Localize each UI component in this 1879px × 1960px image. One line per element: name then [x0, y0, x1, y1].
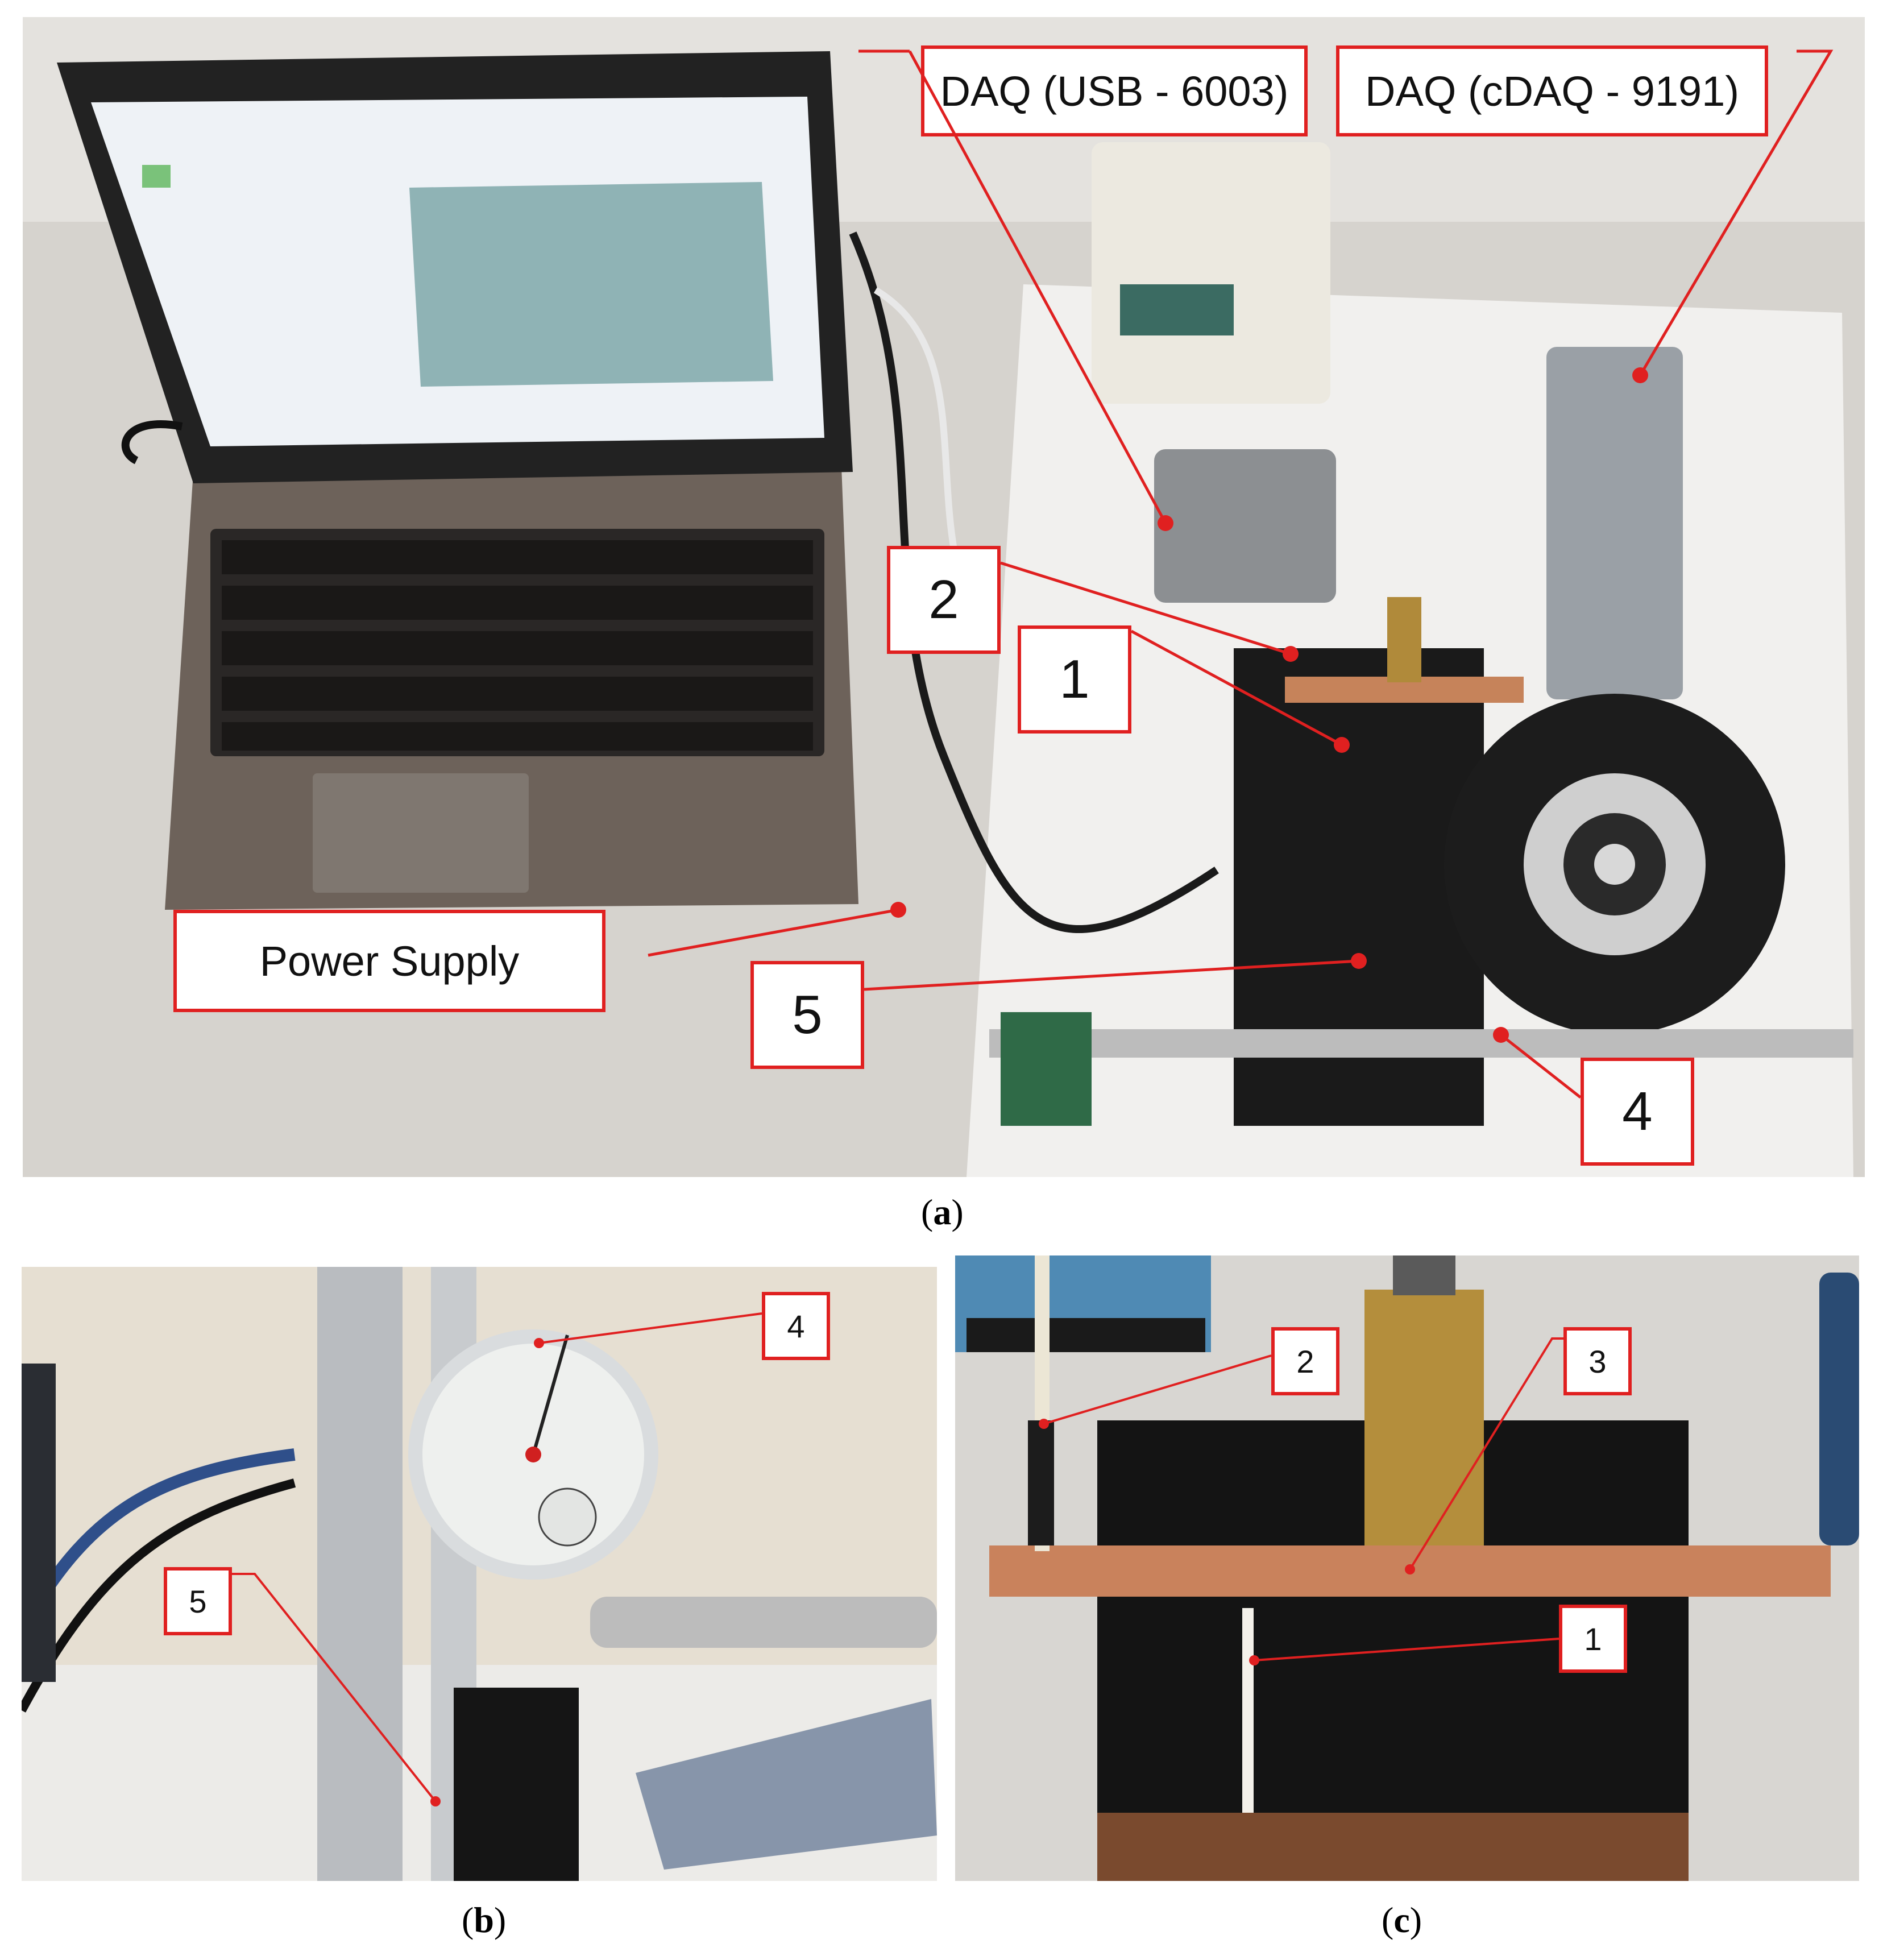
callout-power-supply: Power Supply [173, 910, 605, 1012]
photo-panel-a: DAQ (USB - 6003) DAQ (cDAQ - 9191) Power… [23, 17, 1865, 1177]
callout-a-5-label: 5 [792, 984, 823, 1045]
callout-a-4-label: 4 [1622, 1081, 1653, 1142]
callout-a-2: 2 [887, 546, 1001, 654]
callout-a-1: 1 [1018, 625, 1131, 734]
callout-c-3-label: 3 [1588, 1343, 1607, 1379]
callout-b-5-label: 5 [189, 1583, 207, 1619]
photo-c-drawing [955, 1255, 1859, 1881]
callout-c-1: 1 [1559, 1605, 1627, 1673]
caption-b: (b) [462, 1900, 507, 1940]
photo-panel-c: 2 3 1 [955, 1255, 1859, 1881]
callout-a-1-label: 1 [1059, 649, 1090, 710]
callout-b-5: 5 [164, 1567, 232, 1635]
callout-daq-usb-6003-label: DAQ (USB - 6003) [940, 67, 1289, 115]
callout-a-2-label: 2 [928, 569, 959, 630]
callout-a-5: 5 [750, 961, 864, 1069]
callout-b-4: 4 [762, 1292, 830, 1360]
caption-a: (a) [921, 1192, 964, 1232]
callout-b-4-label: 4 [787, 1308, 805, 1344]
callout-daq-cdaq-9191: DAQ (cDAQ - 9191) [1336, 45, 1768, 136]
callout-c-2-label: 2 [1296, 1343, 1314, 1379]
callout-a-4: 4 [1581, 1058, 1694, 1166]
photo-panel-b: 4 5 [22, 1267, 937, 1881]
caption-c-letter: c [1393, 1900, 1410, 1940]
callout-c-3: 3 [1563, 1327, 1632, 1395]
callout-c-1-label: 1 [1584, 1621, 1602, 1657]
callout-c-2: 2 [1271, 1327, 1339, 1395]
callout-daq-usb-6003: DAQ (USB - 6003) [921, 45, 1308, 136]
caption-c: (c) [1382, 1900, 1422, 1940]
callout-power-supply-label: Power Supply [259, 937, 520, 985]
caption-a-letter: a [933, 1192, 952, 1232]
caption-b-letter: b [474, 1900, 494, 1940]
callout-daq-cdaq-9191-label: DAQ (cDAQ - 9191) [1365, 67, 1739, 115]
